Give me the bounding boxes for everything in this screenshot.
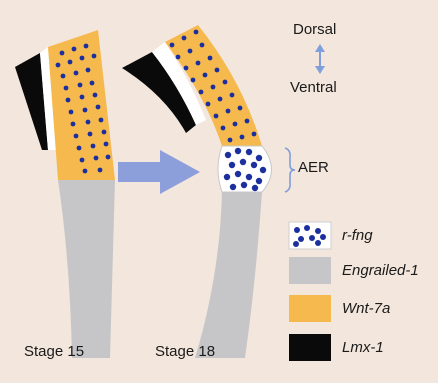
legend-label-rfng: r-fng [342, 227, 373, 244]
legend-swatch-engrailed1 [289, 257, 331, 284]
aer-dot [246, 149, 252, 155]
aer-dot [229, 162, 235, 168]
stage15-dot [86, 68, 91, 73]
stage18-dot [194, 30, 199, 35]
stage18-dot [206, 102, 211, 107]
stage18-dot [245, 119, 250, 124]
stage18-dot [170, 43, 175, 48]
stage15-dot [88, 132, 93, 137]
legend-swatch-wnt7a [289, 295, 331, 322]
stage15-dot [60, 51, 65, 56]
stage18-dot [184, 66, 189, 71]
stage18-dot [211, 85, 216, 90]
stage15-dot [96, 105, 101, 110]
stage18-dot [240, 135, 245, 140]
stage18-dot [191, 78, 196, 83]
stage18-dot [233, 122, 238, 127]
stage15-dot [74, 71, 79, 76]
stage15-dot [90, 81, 95, 86]
stage15-dot [69, 110, 74, 115]
legend-label-wnt7a: Wnt-7a [342, 300, 390, 317]
dorsal-label: Dorsal [293, 21, 336, 38]
stage18-dot [221, 126, 226, 131]
aer-dot [230, 184, 236, 190]
ventral-label: Ventral [290, 79, 337, 96]
stage15-dot [78, 83, 83, 88]
aer-dot [240, 159, 246, 165]
stage15-dot [71, 122, 76, 127]
stage18-dot [200, 43, 205, 48]
stage18-dot [252, 132, 257, 137]
stage15-dot [92, 54, 97, 59]
stage18-dot [196, 61, 201, 66]
stage18-dot [228, 138, 233, 143]
aer-dot [224, 174, 230, 180]
stage15-dot [66, 98, 71, 103]
stage18-dot [230, 93, 235, 98]
stage18-dot [214, 114, 219, 119]
stage15-dot [99, 118, 104, 123]
stage18-dot [182, 36, 187, 41]
stage15-dot [91, 144, 96, 149]
aer-dot [252, 185, 258, 191]
aer-label: AER [298, 159, 329, 176]
stage15-dot [83, 169, 88, 174]
stage-18-label: Stage 18 [155, 343, 215, 360]
stage18-dot [203, 73, 208, 78]
stage15-dot [72, 47, 77, 52]
stage15-dot [106, 155, 111, 160]
legend-label-engrailed1: Engrailed-1 [342, 262, 419, 279]
stage18-dot [208, 56, 213, 61]
stage15-dot [84, 44, 89, 49]
stage15-dot [80, 158, 85, 163]
stage15-dot [74, 134, 79, 139]
stage15-dot [86, 120, 91, 125]
legend-label-lmx1: Lmx-1 [342, 339, 384, 356]
aer-dot [235, 171, 241, 177]
aer-dot [256, 155, 262, 161]
stage15-dot [56, 63, 61, 68]
stage15-dot [77, 146, 82, 151]
stage18-dot [238, 106, 243, 111]
stage18-dot [176, 55, 181, 60]
legend-swatch-lmx1 [289, 334, 331, 361]
stage15-dot [61, 74, 66, 79]
stage15-dot [83, 108, 88, 113]
stage18-dot [218, 97, 223, 102]
stage15-dot [94, 156, 99, 161]
stage18-dot [188, 49, 193, 54]
aer-dot [246, 174, 252, 180]
stage18-dot [226, 109, 231, 114]
stage-15-label: Stage 15 [24, 343, 84, 360]
aer-dot [256, 178, 262, 184]
aer-dot [241, 182, 247, 188]
stage15-dot [93, 93, 98, 98]
stage15-dot [80, 56, 85, 61]
stage15-dot [102, 130, 107, 135]
stage15-dot [68, 60, 73, 65]
aer-dot [251, 162, 257, 168]
stage18-dot [215, 68, 220, 73]
aer-dot [235, 148, 241, 154]
stage15-dot [64, 86, 69, 91]
legend-swatch-rfng [289, 222, 331, 249]
stage18-dot [223, 80, 228, 85]
stage18-dot [199, 90, 204, 95]
stage15-dot [104, 142, 109, 147]
aer-dot [225, 152, 231, 158]
stage15-dot [98, 168, 103, 173]
aer-dot [260, 167, 266, 173]
stage15-dot [80, 95, 85, 100]
